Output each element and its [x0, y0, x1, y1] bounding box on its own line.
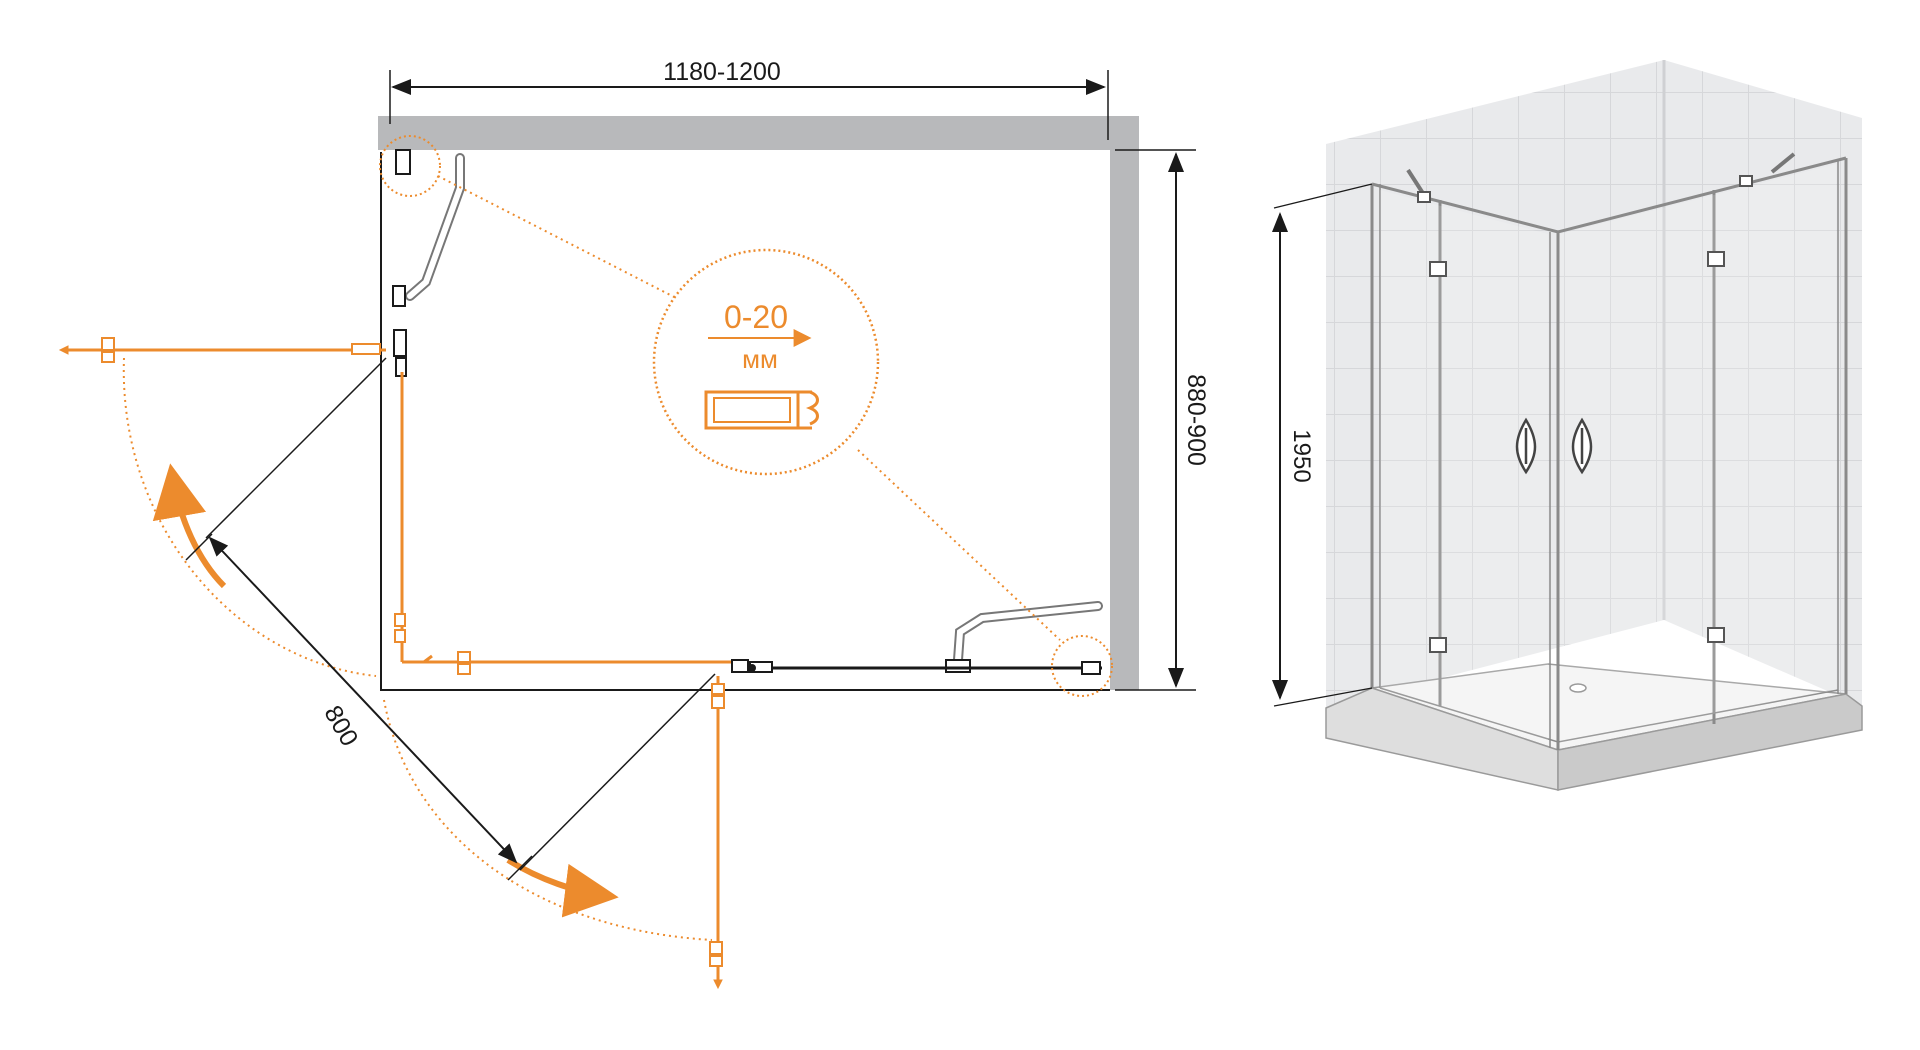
width-label: 1180-1200: [663, 58, 781, 86]
door-handles: [1515, 417, 1593, 475]
door-width-dimension: 800: [185, 357, 716, 881]
depth-dimension: 880-900: [1115, 149, 1210, 691]
back-wall: [378, 116, 1139, 150]
plan-view: 1180-1200 880-900: [58, 58, 1210, 990]
left-tile-wall: [1326, 60, 1664, 708]
detail-circle-bottom: [1051, 635, 1113, 697]
door-width-label: 800: [318, 701, 363, 751]
adjust-unit: мм: [742, 344, 778, 374]
swing-arc-right: [383, 699, 713, 941]
adjust-range: 0-20: [724, 299, 788, 335]
adjustment-detail: 0-20 мм: [652, 248, 880, 476]
height-label: 1950: [1288, 429, 1315, 482]
shower-pipe-right: [945, 601, 1103, 673]
glass-hinges: [1429, 251, 1725, 653]
callout-leader-top: [437, 175, 681, 301]
swing-arrow-right: [506, 857, 619, 918]
hinge-middle: [731, 659, 773, 673]
perspective-view: 1950: [1272, 60, 1863, 791]
shower-base-right: [1557, 693, 1863, 791]
callout-leader-bottom: [857, 449, 1061, 641]
side-wall: [1110, 116, 1139, 690]
door-open-left: [58, 337, 386, 363]
shower-pipe-left: [392, 149, 465, 307]
width-dimension: 1180-1200: [389, 58, 1109, 140]
swing-arrow-left: [152, 463, 227, 589]
profile-section-icon: [704, 390, 819, 430]
height-dimension: 1950: [1272, 183, 1373, 707]
depth-label: 880-900: [1182, 374, 1210, 466]
detail-circle-top: [379, 135, 441, 197]
door-open-right: [709, 676, 725, 990]
hinge-left: [393, 329, 407, 377]
